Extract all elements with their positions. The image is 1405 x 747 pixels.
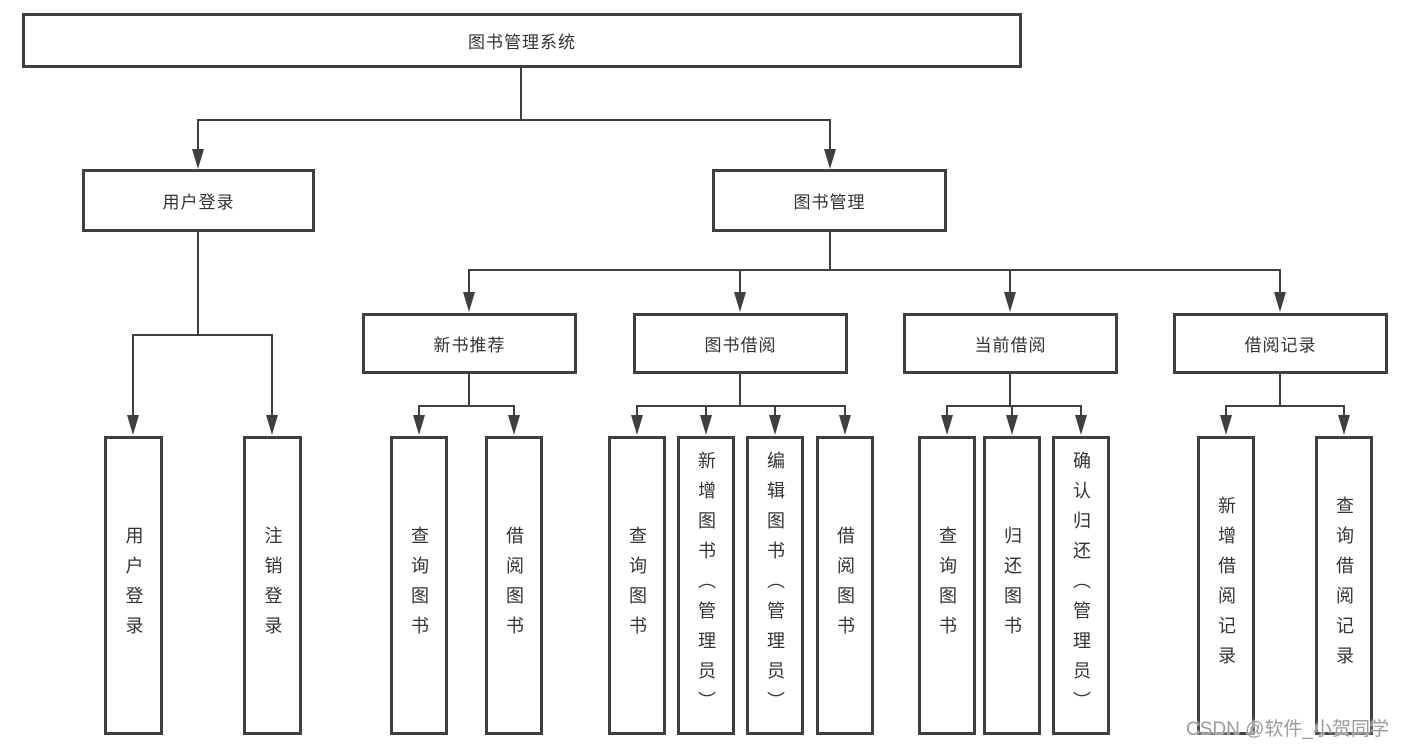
connector-drop [418, 405, 420, 416]
arrowhead-icon [630, 415, 643, 435]
connector-user-login-bar [132, 334, 273, 336]
leaf-query-books-recommend: 查询图书 [390, 436, 448, 735]
connector-stem [1009, 374, 1011, 407]
connector-stem [468, 374, 470, 407]
arrowhead-icon [1273, 292, 1286, 312]
connector-drop [705, 405, 707, 416]
leaf-borrow-books: 借阅图书 [816, 436, 874, 735]
connector-level3-bar [468, 269, 1281, 271]
connector-bar [636, 405, 845, 407]
connector-level2-bar [197, 119, 831, 121]
leaf-label: 编辑图书（管理员） [765, 450, 785, 721]
arrowhead-icon [1005, 415, 1018, 435]
connector-drop [774, 405, 776, 416]
connector-stem [1279, 374, 1281, 407]
node-book-borrow: 图书借阅 [633, 313, 848, 374]
node-current-borrow: 当前借阅 [903, 313, 1118, 374]
connector-root-stem [520, 68, 522, 120]
arrowhead-icon [733, 292, 746, 312]
arrowhead-icon [126, 415, 139, 435]
arrowhead-icon [507, 415, 520, 435]
arrowhead-icon [838, 415, 851, 435]
leaf-label: 新增图书（管理员） [696, 450, 716, 721]
connector-drop [1009, 269, 1011, 293]
arrowhead-icon [940, 415, 953, 435]
leaf-return-books: 归还图书 [983, 436, 1041, 735]
connector-drop [132, 334, 134, 416]
leaf-label: 用户登录 [123, 525, 144, 646]
leaf-label: 确认归还（管理员） [1071, 450, 1091, 721]
node-library-management-system: 图书管理系统 [22, 13, 1022, 68]
connector-user-login-stem [197, 232, 199, 336]
connector-bar [1225, 405, 1345, 407]
connector-drop [636, 405, 638, 416]
arrowhead-icon [191, 149, 204, 169]
arrowhead-icon [1219, 415, 1232, 435]
connector-drop [1225, 405, 1227, 416]
arrowhead-icon [823, 149, 836, 169]
node-label: 新书推荐 [433, 336, 506, 355]
arrowhead-icon [412, 415, 425, 435]
leaf-label: 归还图书 [1002, 525, 1022, 646]
arrowhead-icon [699, 415, 712, 435]
node-label: 当前借阅 [974, 336, 1047, 355]
connector-drop [1080, 405, 1082, 416]
connector-drop [197, 119, 199, 150]
leaf-confirm-return-admin: 确认归还（管理员） [1052, 436, 1110, 735]
arrowhead-icon [1337, 415, 1350, 435]
node-new-book-recommend: 新书推荐 [362, 313, 577, 374]
connector-drop [739, 269, 741, 293]
leaf-label: 注销登录 [262, 525, 283, 646]
node-label: 图书管理系统 [468, 33, 576, 52]
leaf-label: 借阅图书 [504, 525, 524, 646]
connector-drop [829, 119, 831, 150]
connector-drop [1343, 405, 1345, 416]
connector-bar [418, 405, 515, 407]
arrowhead-icon [265, 415, 278, 435]
leaf-query-books-borrow: 查询图书 [608, 436, 666, 735]
leaf-add-books-admin: 新增图书（管理员） [677, 436, 735, 735]
node-label: 图书借阅 [704, 336, 777, 355]
connector-bar [946, 405, 1082, 407]
leaf-edit-books-admin: 编辑图书（管理员） [746, 436, 804, 735]
leaf-label: 查询图书 [937, 525, 957, 646]
node-user-login: 用户登录 [82, 169, 315, 232]
arrowhead-icon [1003, 292, 1016, 312]
leaf-label: 借阅图书 [835, 525, 855, 646]
connector-drop [1011, 405, 1013, 416]
node-label: 用户登录 [162, 193, 235, 212]
leaf-query-books-current: 查询图书 [918, 436, 976, 735]
connector-drop [468, 269, 470, 293]
leaf-add-borrow-record: 新增借阅记录 [1197, 436, 1255, 735]
connector-drop [946, 405, 948, 416]
connector-drop [844, 405, 846, 416]
leaf-borrow-books-recommend: 借阅图书 [485, 436, 543, 735]
node-label: 借阅记录 [1244, 336, 1317, 355]
leaf-label: 查询借阅记录 [1334, 495, 1354, 676]
connector-drop [513, 405, 515, 416]
connector-stem [739, 374, 741, 407]
leaf-label: 新增借阅记录 [1216, 495, 1236, 676]
node-book-management: 图书管理 [712, 169, 947, 232]
leaf-label: 查询图书 [627, 525, 647, 646]
leaf-query-borrow-record: 查询借阅记录 [1315, 436, 1373, 735]
arrowhead-icon [1074, 415, 1087, 435]
connector-drop [271, 334, 273, 416]
leaf-label: 查询图书 [409, 525, 429, 646]
connector-drop [1279, 269, 1281, 293]
node-label: 图书管理 [793, 193, 866, 212]
node-borrow-records: 借阅记录 [1173, 313, 1388, 374]
watermark: CSDN @软件_小贺同学 [1186, 719, 1389, 740]
arrowhead-icon [462, 292, 475, 312]
leaf-logout: 注销登录 [243, 436, 302, 735]
connector-book-mgmt-stem [829, 232, 831, 271]
arrowhead-icon [768, 415, 781, 435]
leaf-user-login: 用户登录 [104, 436, 163, 735]
